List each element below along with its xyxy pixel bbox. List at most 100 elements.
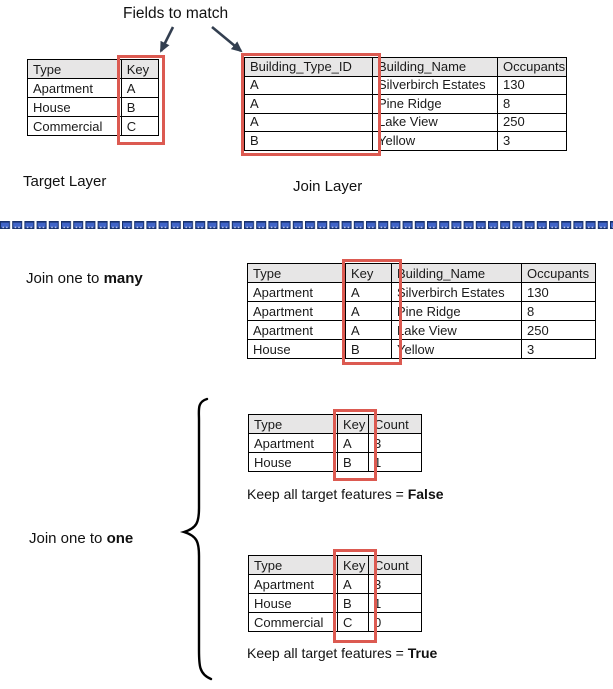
table-cell: Apartment <box>247 282 346 302</box>
column-header: Key <box>120 59 160 79</box>
table-cell: 250 <box>521 320 596 340</box>
join-one-to-many-label-bold: many <box>103 270 143 287</box>
table-cell: Apartment <box>247 301 346 321</box>
table-cell: A <box>337 574 369 594</box>
column-header: Type <box>27 59 122 79</box>
table-cell: Apartment <box>247 320 346 340</box>
table-cell: B <box>337 452 369 472</box>
column-header: Type <box>248 555 338 575</box>
table-cell: 0 <box>368 612 422 632</box>
join-one-to-one-label: Join one to one <box>29 530 133 547</box>
table-cell: Pine Ridge <box>372 94 498 114</box>
table-cell: House <box>247 339 346 359</box>
table-cell: Silverbirch Estates <box>372 75 498 96</box>
arrow-to-target-key-icon <box>159 26 175 53</box>
table-cell: House <box>248 593 338 613</box>
keep-false-caption: Keep all target features = False <box>247 486 444 502</box>
table-cell: A <box>120 78 160 98</box>
curly-brace-icon <box>179 397 213 681</box>
column-header: Key <box>337 414 369 434</box>
join-layer-label: Join Layer <box>293 178 363 195</box>
column-header: Type <box>248 414 338 434</box>
table-cell: 130 <box>497 75 567 96</box>
section-divider <box>0 220 613 230</box>
table-cell: A <box>244 94 373 114</box>
table-cell: 3 <box>497 131 567 151</box>
column-header: Key <box>345 263 392 283</box>
column-header: Type <box>247 263 346 283</box>
table-cell: B <box>120 97 160 117</box>
column-header: Count <box>368 555 422 575</box>
keep-false-caption-bold: False <box>407 486 444 502</box>
table-cell: House <box>27 97 122 117</box>
field-match-arrows <box>159 25 243 53</box>
fields-to-match-title: Fields to match <box>123 5 229 22</box>
column-header: Key <box>337 555 369 575</box>
table-cell: 8 <box>497 94 567 114</box>
table-cell: Apartment <box>27 78 122 98</box>
table-cell: 8 <box>521 301 596 321</box>
arrow-to-join-key-icon <box>211 25 243 53</box>
keep-true-caption-prefix: Keep all target features = <box>247 645 408 661</box>
table-cell: B <box>337 593 369 613</box>
keep-true-caption-bold: True <box>407 645 438 661</box>
table-cell: Pine Ridge <box>391 301 522 321</box>
table-cell: 130 <box>521 282 596 302</box>
join-one-to-many-label: Join one to many <box>26 270 143 287</box>
keep-false-caption-prefix: Keep all target features = <box>247 486 408 502</box>
column-header: Occupants <box>497 57 567 77</box>
join-one-to-many-label-prefix: Join one to <box>26 270 104 287</box>
table-cell: Lake View <box>391 320 522 340</box>
table-cell: Silverbirch Estates <box>391 282 522 302</box>
table-cell: Apartment <box>248 433 338 453</box>
table-cell: 3 <box>368 574 422 594</box>
table-cell: A <box>345 320 392 340</box>
join-one-to-one-label-prefix: Join one to <box>29 530 107 547</box>
table-cell: Yellow <box>391 339 522 359</box>
table-cell: 1 <box>368 593 422 613</box>
table-cell: A <box>345 301 392 321</box>
table-cell: 3 <box>368 433 422 453</box>
table-cell: Commercial <box>248 612 338 632</box>
table-cell: 3 <box>521 339 596 359</box>
target-layer-label: Target Layer <box>23 173 107 190</box>
table-cell: C <box>120 116 160 136</box>
table-cell: A <box>345 282 392 302</box>
column-header: Building_Type_ID <box>244 57 373 77</box>
table-cell: B <box>244 131 373 151</box>
column-header: Count <box>368 414 422 434</box>
table-cell: A <box>244 112 373 133</box>
column-header: Occupants <box>521 263 596 283</box>
column-header: Building_Name <box>391 263 522 283</box>
table-cell: Commercial <box>27 116 122 136</box>
keep-true-caption: Keep all target features = True <box>247 645 437 661</box>
table-cell: A <box>244 75 373 96</box>
table-cell: A <box>337 433 369 453</box>
table-cell: Yellow <box>372 131 498 151</box>
table-cell: 1 <box>368 452 422 472</box>
join-one-to-one-label-bold: one <box>106 530 134 547</box>
